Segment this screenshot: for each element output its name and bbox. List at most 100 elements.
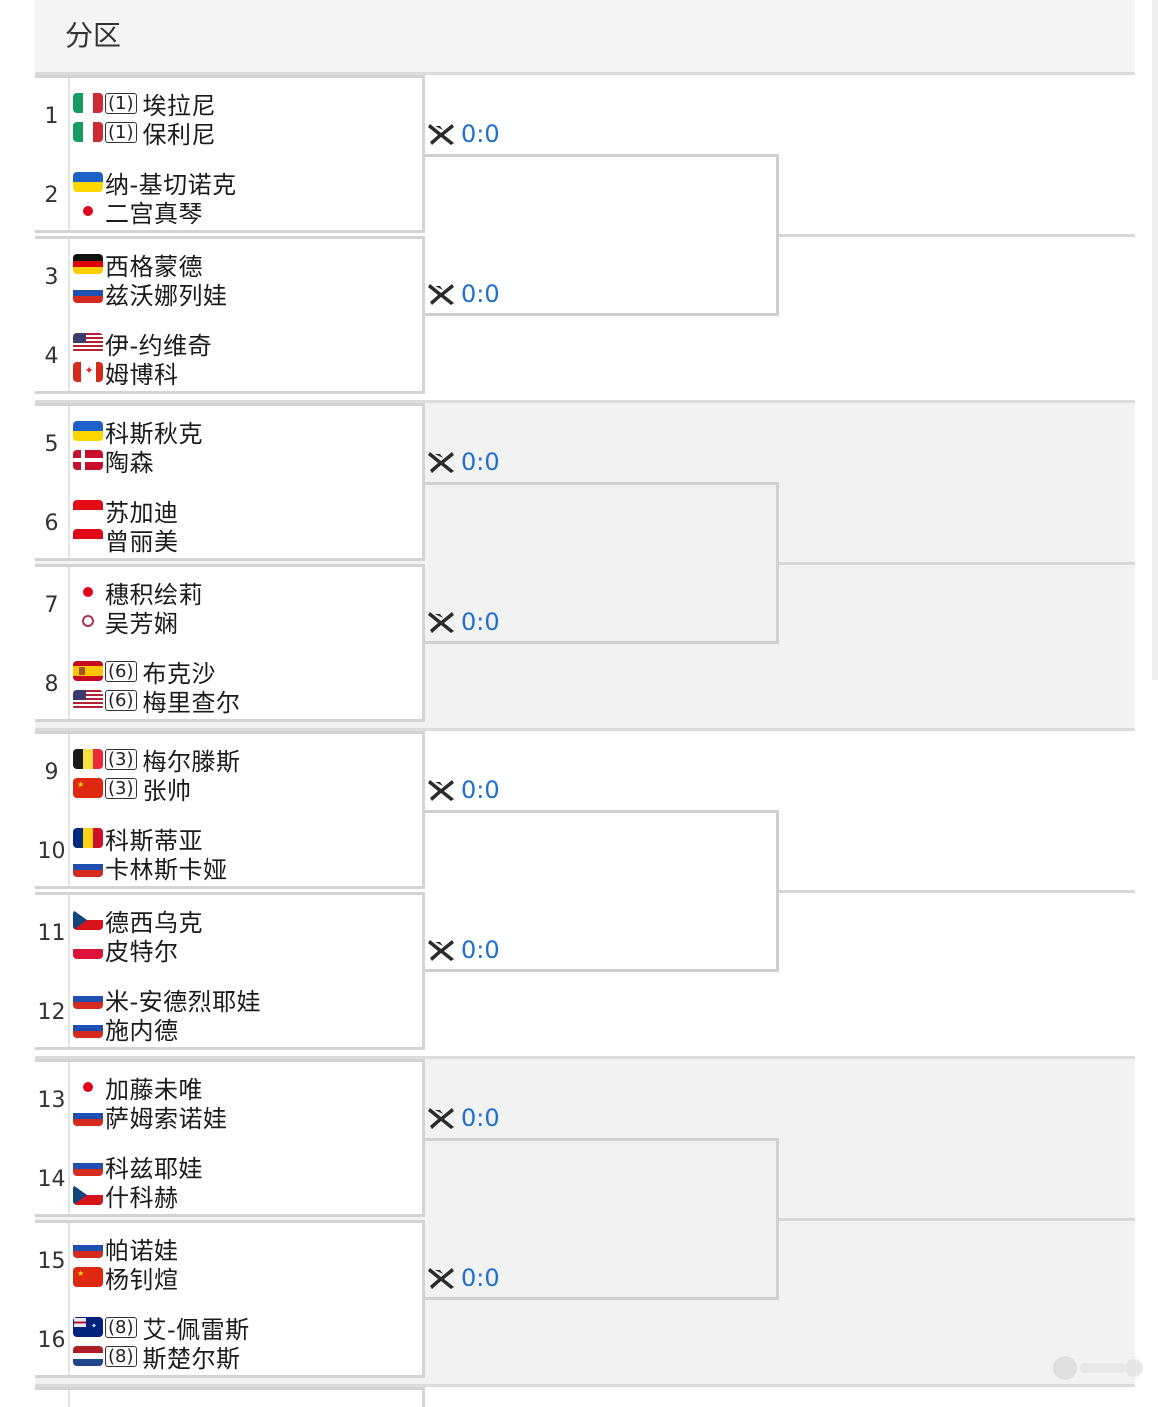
player-name[interactable]: 德西乌克 — [105, 908, 203, 937]
draw-slot[interactable]: 9 (3)梅尔滕斯 ★(3)张帅 — [35, 743, 420, 805]
second-round-match[interactable] — [425, 482, 779, 644]
player-row[interactable]: ★杨钊煊 — [73, 1263, 179, 1294]
player-row[interactable]: 德西乌克 — [73, 906, 203, 937]
score-value[interactable]: 0:0 — [461, 448, 500, 476]
player-name[interactable]: 米-安德烈耶娃 — [105, 987, 262, 1016]
player-name[interactable]: 埃拉尼 — [142, 91, 216, 120]
player-name[interactable]: 穗积绘莉 — [105, 580, 203, 609]
player-row[interactable]: (1)保利尼 — [73, 118, 216, 149]
player-name[interactable]: 加藤未唯 — [105, 1075, 203, 1104]
player-row[interactable]: (1)埃拉尼 — [73, 89, 216, 120]
player-name[interactable]: 杨钊煊 — [105, 1265, 179, 1294]
draw-slot[interactable]: 10 科斯蒂亚 卡林斯卡娅 — [35, 822, 420, 884]
match-score[interactable]: 0:0 — [427, 776, 500, 804]
first-round-match[interactable]: 1 (1)埃拉尼 (1)保利尼 2 纳-基切诺克 二宫真琴 — [35, 75, 425, 233]
player-row[interactable]: (8)斯楚尔斯 — [73, 1342, 241, 1373]
player-row[interactable]: (3)梅尔滕斯 — [73, 745, 241, 776]
player-row[interactable]: (6)布克沙 — [73, 657, 216, 688]
match-score[interactable]: 0:0 — [427, 1264, 500, 1292]
player-name[interactable]: 施内德 — [105, 1016, 179, 1045]
score-value[interactable]: 0:0 — [461, 1104, 500, 1132]
score-value[interactable]: 0:0 — [461, 936, 500, 964]
first-round-match[interactable]: 13 加藤未唯 萨姆索诺娃 14 科兹耶娃 什科赫 — [35, 1059, 425, 1217]
player-name[interactable]: 皮特尔 — [105, 937, 179, 966]
player-row[interactable]: 米-安德烈耶娃 — [73, 985, 261, 1016]
player-row[interactable]: 吴芳娴 — [73, 607, 179, 638]
first-round-match[interactable]: 3 西格蒙德 兹沃娜列娃 4 伊-约维奇 ✦姆博科 — [35, 236, 425, 394]
player-name[interactable]: 苏加迪 — [105, 498, 179, 527]
player-row[interactable]: (6)梅里查尔 — [73, 686, 241, 717]
match-score[interactable]: 0:0 — [427, 936, 500, 964]
player-name[interactable]: 陶森 — [105, 448, 154, 477]
player-name[interactable]: 科斯秋克 — [105, 419, 203, 448]
player-row[interactable]: 兹沃娜列娃 — [73, 279, 228, 310]
player-row[interactable]: 二宫真琴 — [73, 197, 203, 228]
player-name[interactable]: 艾-佩雷斯 — [142, 1315, 250, 1344]
player-name[interactable]: 梅尔滕斯 — [142, 747, 241, 776]
player-row[interactable]: 萨姆索诺娃 — [73, 1102, 228, 1133]
player-name[interactable]: 卡林斯卡娅 — [105, 855, 228, 884]
player-row[interactable]: 科斯蒂亚 — [73, 824, 203, 855]
player-name[interactable]: 布克沙 — [142, 659, 216, 688]
match-score[interactable]: 0:0 — [427, 448, 500, 476]
player-row[interactable]: 什科赫 — [73, 1181, 179, 1212]
player-name[interactable]: 斯楚尔斯 — [142, 1344, 241, 1373]
player-row[interactable]: 科兹耶娃 — [73, 1152, 203, 1183]
player-name[interactable]: 张帅 — [142, 776, 192, 805]
player-name[interactable]: 纳-基切诺克 — [105, 170, 237, 199]
player-row[interactable]: 皮特尔 — [73, 935, 179, 966]
player-row[interactable]: 科斯秋克 — [73, 417, 203, 448]
player-name[interactable]: 曾丽美 — [105, 527, 179, 556]
player-row[interactable]: 陶森 — [73, 446, 154, 477]
second-round-match[interactable] — [425, 1138, 779, 1300]
draw-slot[interactable]: 2 纳-基切诺克 二宫真琴 — [35, 166, 420, 228]
score-value[interactable]: 0:0 — [461, 776, 500, 804]
player-row[interactable]: 施内德 — [73, 1014, 179, 1045]
player-name[interactable]: 西格蒙德 — [105, 252, 203, 281]
first-round-match[interactable]: 5 科斯秋克 陶森 6 苏加迪 曾丽美 — [35, 403, 425, 561]
player-row[interactable]: ✦(8)艾-佩雷斯 — [73, 1313, 250, 1344]
draw-slot[interactable]: 15 帕诺娃 ★杨钊煊 — [35, 1232, 420, 1294]
player-row[interactable]: ✦姆博科 — [73, 358, 179, 389]
player-name[interactable]: 姆博科 — [105, 360, 179, 389]
player-row[interactable]: 帕诺娃 — [73, 1234, 179, 1265]
match-score[interactable]: 0:0 — [427, 1104, 500, 1132]
draw-slot[interactable]: 16 ✦(8)艾-佩雷斯 (8)斯楚尔斯 — [35, 1311, 420, 1373]
player-name[interactable]: 什科赫 — [105, 1183, 179, 1212]
player-row[interactable]: 曾丽美 — [73, 525, 179, 556]
draw-slot[interactable]: 1 (1)埃拉尼 (1)保利尼 — [35, 87, 420, 149]
player-row[interactable]: 加藤未唯 — [73, 1073, 203, 1104]
player-name[interactable]: 科兹耶娃 — [105, 1154, 203, 1183]
player-name[interactable]: 萨姆索诺娃 — [105, 1104, 228, 1133]
second-round-match[interactable] — [425, 154, 779, 316]
player-name[interactable]: 伊-约维奇 — [105, 331, 213, 360]
second-round-match[interactable] — [425, 810, 779, 972]
player-name[interactable]: 保利尼 — [142, 120, 216, 149]
first-round-match[interactable]: 15 帕诺娃 ★杨钊煊 16 ✦(8)艾-佩雷斯 (8)斯楚尔斯 — [35, 1220, 425, 1378]
player-row[interactable]: 纳-基切诺克 — [73, 168, 237, 199]
draw-slot[interactable]: 7 穗积绘莉 吴芳娴 — [35, 576, 420, 638]
player-name[interactable]: 帕诺娃 — [105, 1236, 179, 1265]
player-row[interactable]: 穗积绘莉 — [73, 578, 203, 609]
draw-slot[interactable]: 5 科斯秋克 陶森 — [35, 415, 420, 477]
score-value[interactable]: 0:0 — [461, 1264, 500, 1292]
score-value[interactable]: 0:0 — [461, 120, 500, 148]
first-round-match[interactable]: 9 (3)梅尔滕斯 ★(3)张帅 10 科斯蒂亚 卡林斯卡娅 — [35, 731, 425, 889]
draw-slot[interactable]: 6 苏加迪 曾丽美 — [35, 494, 420, 556]
player-row[interactable]: 西格蒙德 — [73, 250, 203, 281]
player-row[interactable]: 卡林斯卡娅 — [73, 853, 228, 884]
player-row[interactable]: 伊-约维奇 — [73, 329, 212, 360]
score-value[interactable]: 0:0 — [461, 608, 500, 636]
score-value[interactable]: 0:0 — [461, 280, 500, 308]
draw-slot[interactable]: 11 德西乌克 皮特尔 — [35, 904, 420, 966]
draw-slot[interactable]: 12 米-安德烈耶娃 施内德 — [35, 983, 420, 1045]
player-row[interactable]: ★(3)张帅 — [73, 774, 192, 805]
player-name[interactable]: 吴芳娴 — [105, 609, 179, 638]
match-score[interactable]: 0:0 — [427, 120, 500, 148]
first-round-match[interactable]: 11 德西乌克 皮特尔 12 米-安德烈耶娃 施内德 — [35, 892, 425, 1050]
draw-slot[interactable]: 13 加藤未唯 萨姆索诺娃 — [35, 1071, 420, 1133]
draw-slot[interactable]: 8 (6)布克沙 (6)梅里查尔 — [35, 655, 420, 717]
draw-slot[interactable]: 4 伊-约维奇 ✦姆博科 — [35, 327, 420, 389]
player-row[interactable]: 苏加迪 — [73, 496, 179, 527]
draw-slot[interactable]: 14 科兹耶娃 什科赫 — [35, 1150, 420, 1212]
